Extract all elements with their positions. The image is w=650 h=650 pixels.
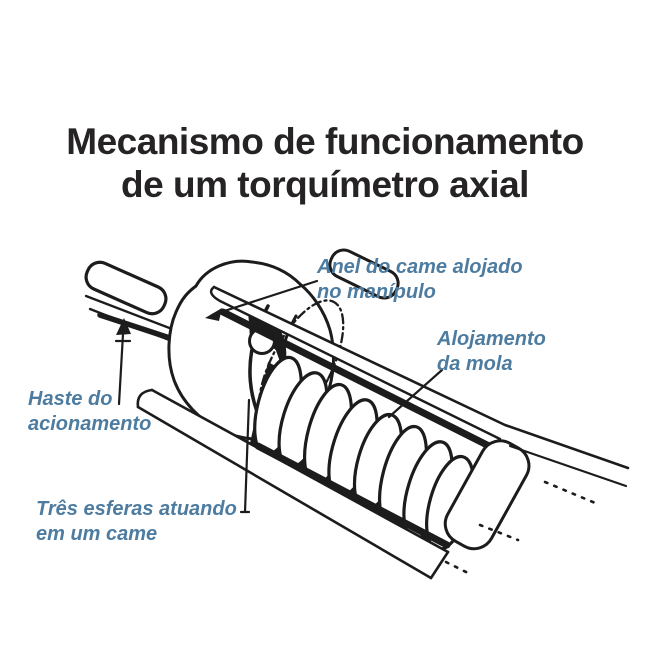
callout-drive-shaft-line1: Haste do	[28, 388, 113, 410]
page-title-line2: de um torquímetro axial	[121, 164, 529, 205]
callout-cam-ring-line2: no manípulo	[317, 281, 436, 303]
callout-three-balls: Três esferas atuando em um came	[36, 497, 237, 547]
leader-lines	[114, 279, 444, 514]
callout-spring-housing-line2: da mola	[437, 353, 513, 375]
esferas-leader-line	[243, 398, 251, 514]
haste-arrowhead	[116, 318, 131, 335]
haste-arrow-line	[117, 332, 125, 406]
housing-end-cap	[443, 439, 628, 577]
callout-cam-ring: Anel do came alojado no manípulo	[317, 255, 523, 305]
callout-drive-shaft-line2: acionamento	[28, 413, 152, 435]
housing-top-rail	[209, 285, 630, 470]
callout-three-balls-line1: Três esferas atuando	[36, 498, 237, 520]
housing-bottom-rail	[136, 388, 451, 580]
callout-cam-ring-line1: Anel do came alojado	[317, 256, 523, 278]
callout-spring-housing: Alojamento da mola	[437, 327, 546, 377]
anel-leader-line	[210, 279, 319, 317]
anel-arrowhead	[205, 308, 222, 321]
page-title-line1: Mecanismo de funcionamento	[66, 121, 584, 162]
drive-shaft-tip	[84, 260, 168, 316]
callout-three-balls-line2: em um came	[36, 523, 158, 545]
handle-collar	[328, 248, 400, 300]
page-title: Mecanismo de funcionamento de um torquím…	[0, 120, 650, 206]
callout-drive-shaft: Haste do acionamento	[28, 387, 151, 437]
alojamento-leader-line	[387, 368, 444, 419]
callout-spring-housing-line1: Alojamento	[437, 328, 546, 350]
